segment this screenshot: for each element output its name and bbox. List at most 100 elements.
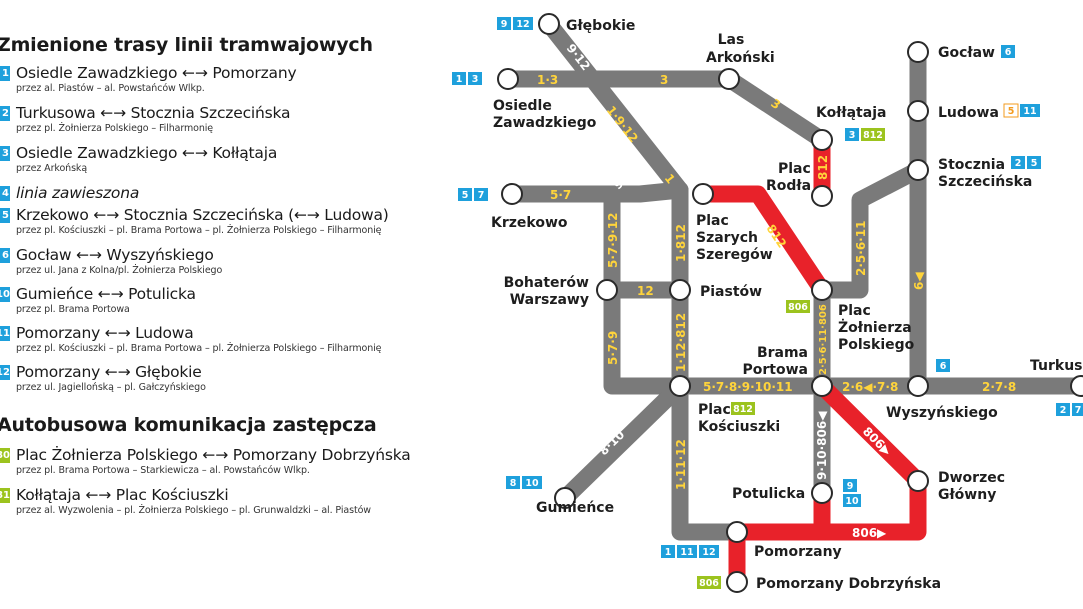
tag-box xyxy=(936,359,950,372)
line-central-vertical xyxy=(671,181,746,541)
route-name: Osiedle Zawadzkiego ←→ Kołłątaja xyxy=(16,144,278,162)
stop-krzekowo[interactable] xyxy=(501,183,523,205)
label-wyszynskiego: Wyszyńskiego xyxy=(886,405,998,421)
stop-gumience[interactable] xyxy=(554,487,576,509)
route-name: Gocław ←→ Wyszyńskiego xyxy=(16,246,214,264)
line-krzekowo xyxy=(503,181,689,203)
label-stocznia-1: Stocznia xyxy=(938,157,1005,173)
line-west-vertical xyxy=(603,191,831,395)
tag-text: 3 xyxy=(472,74,479,85)
bus-lines xyxy=(694,131,927,591)
tag-text: 5 xyxy=(1031,158,1038,169)
label-dworzec-2: Główny xyxy=(938,487,996,503)
seg-label: 2·5·6·11·806 xyxy=(818,304,829,375)
stop-turkusowa[interactable] xyxy=(1070,375,1083,397)
bus-812-szarych xyxy=(694,185,831,299)
seg-label: 5·7·8·9·10·11 xyxy=(703,380,793,394)
tag-text: 806 xyxy=(699,578,719,589)
route-via: przez Arkońską xyxy=(16,163,88,174)
seg-label: 3 xyxy=(660,73,668,87)
label-pomorzany-dobrzynska: Pomorzany Dobrzyńska xyxy=(756,576,941,592)
label-plac-szarych-1: Plac xyxy=(696,213,729,229)
tag-box xyxy=(468,72,482,85)
tag-text: 5 xyxy=(462,190,469,201)
seg-label: 1·11·12 xyxy=(674,439,688,490)
tag-box xyxy=(699,545,719,558)
route-name: Krzekowo ←→ Stocznia Szczecińska (←→ Lud… xyxy=(16,206,389,224)
line-badge: 12 xyxy=(0,365,10,380)
stop-bohaterow[interactable] xyxy=(596,279,618,301)
label-zawadzkiego: Zawadzkiego xyxy=(493,115,597,131)
line-glebokie-diag xyxy=(540,15,689,199)
seg-label: 6◀ xyxy=(912,272,926,290)
line-gumience-diag xyxy=(556,377,689,507)
tag-text: 2 xyxy=(1060,405,1067,416)
stop-glebokie[interactable] xyxy=(538,13,560,35)
stop-dworzec[interactable] xyxy=(907,470,929,492)
tag-box xyxy=(731,402,755,415)
stop-plac-szarych[interactable] xyxy=(692,183,714,205)
stop-brama-portowa[interactable] xyxy=(811,375,833,397)
stop-potulicka[interactable] xyxy=(811,482,833,504)
tag-box xyxy=(1027,156,1041,169)
stop-kollataja[interactable] xyxy=(811,129,833,151)
stops xyxy=(497,13,1083,593)
stop-osiedle-zawadzkiego[interactable] xyxy=(497,68,519,90)
label-potulicka: Potulicka xyxy=(732,486,805,502)
tag-text: 10 xyxy=(845,496,859,507)
tag-text: 6 xyxy=(940,361,947,372)
route-name: Kołłątaja ←→ Plac Kościuszki xyxy=(16,486,229,504)
label-piastow: Piastów xyxy=(700,284,762,300)
stop-stocznia[interactable] xyxy=(907,159,929,181)
label-pomorzany: Pomorzany xyxy=(754,544,842,560)
seg-label: 12 xyxy=(637,284,654,298)
tag-box xyxy=(843,494,861,507)
tag-box xyxy=(843,479,857,492)
stop-pomorzany-dobrzynska[interactable] xyxy=(726,571,748,593)
stop-pomorzany[interactable] xyxy=(726,521,748,543)
label-plac-zolnierza-3: Polskiego xyxy=(838,337,915,353)
tag-box xyxy=(458,188,472,201)
tag-text: 9 xyxy=(501,19,508,30)
stop-plac-kosciuszki[interactable] xyxy=(669,375,691,397)
stop-wyszynskiego[interactable] xyxy=(907,375,929,397)
route-via: przez pl. Kościuszki – pl. Brama Portowa… xyxy=(16,343,382,354)
tag-text: 7 xyxy=(1075,405,1082,416)
tag-box xyxy=(677,545,697,558)
line-badge: 10 xyxy=(0,287,10,302)
label-plac-kosciuszki-1: Plac xyxy=(698,402,731,418)
tag-text: 5 xyxy=(1008,106,1015,117)
tag-box xyxy=(522,476,542,489)
route-via: przez pl. Brama Portowa – Starkiewicza –… xyxy=(16,465,310,476)
bus-section-title: Autobusowa komunikacja zastępcza xyxy=(0,414,377,436)
tag-text: 812 xyxy=(863,130,883,141)
seg-label: 5·7·9·12 xyxy=(606,213,620,268)
route-via: przez ul. Jana z Kolna/pl. Żołnierza Pol… xyxy=(16,265,223,276)
stop-ludowa[interactable] xyxy=(907,100,929,122)
tag-box xyxy=(506,476,520,489)
label-plac-zolnierza-2: Żołnierza xyxy=(838,319,912,336)
stop-piastow[interactable] xyxy=(669,279,691,301)
tag-text: 9 xyxy=(847,481,854,492)
stop-tags: 9 12 1 3 6 3 812 5 11 2 5 5 7 806 6 xyxy=(452,17,1083,589)
route-name: Pomorzany ←→ Głębokie xyxy=(16,363,202,381)
route-name: Turkusowa ←→ Stocznia Szczecińska xyxy=(16,104,291,122)
tag-box xyxy=(697,576,721,589)
route-via: przez al. Piastów – al. Powstańców Wlkp. xyxy=(16,83,205,94)
label-plac-szarych-3: Szeregów xyxy=(696,247,773,263)
stop-plac-rodla[interactable] xyxy=(811,185,833,207)
line-stocznia-link xyxy=(813,161,927,299)
seg-label: 2·7·8 xyxy=(982,380,1016,394)
stop-las-arkonski[interactable] xyxy=(718,68,740,90)
seg-label: 1·812 xyxy=(674,224,688,262)
seg-label: 5·7·9 xyxy=(606,331,620,365)
tag-text: 12 xyxy=(516,19,529,30)
stop-plac-zolnierza[interactable] xyxy=(811,279,833,301)
label-plac-rodla-1: Plac xyxy=(778,161,811,177)
label-arkonski: Arkoński xyxy=(706,50,775,66)
line-badge: 3 xyxy=(0,146,10,161)
stop-gorclaw[interactable] xyxy=(907,41,929,63)
tag-text: 1 xyxy=(456,74,463,85)
bus-806-loop xyxy=(728,377,927,591)
